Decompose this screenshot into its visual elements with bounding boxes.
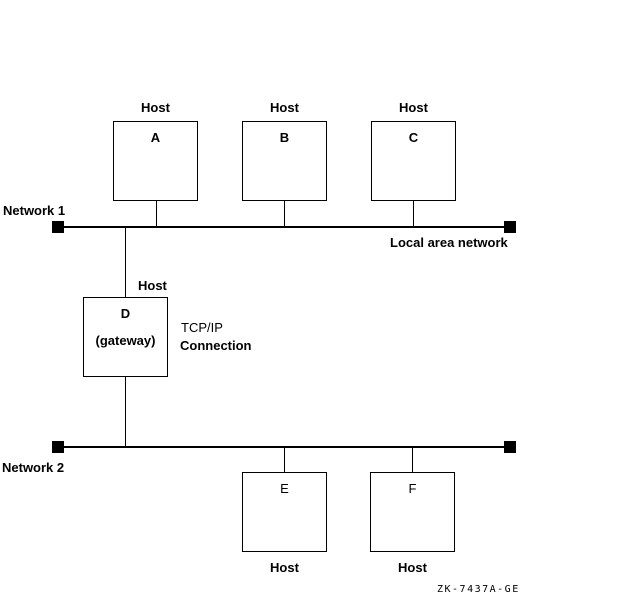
network1-trunk-line [58, 226, 511, 228]
network2-label: Network 2 [2, 460, 65, 475]
host-f-box: F [370, 472, 455, 552]
network2-left-terminator [52, 441, 64, 453]
host-f-drop-line [412, 448, 413, 472]
network2-right-terminator [504, 441, 516, 453]
host-d-gateway-sublabel: (gateway) [95, 333, 156, 348]
host-e-caption: Host [270, 560, 299, 575]
host-f-letter: F [408, 481, 417, 496]
tcpip-label: TCP/IP [181, 320, 223, 335]
host-a-drop-line [156, 201, 157, 226]
host-b-letter: B [279, 130, 290, 145]
host-d-gateway-box: D (gateway) [83, 297, 168, 377]
gateway-lower-link-line [125, 377, 126, 446]
network1-right-terminator [504, 221, 516, 233]
network2-trunk-line [58, 446, 511, 448]
host-b-box: B [242, 121, 327, 201]
host-c-box: C [371, 121, 456, 201]
host-e-drop-line [284, 448, 285, 472]
local-area-network-label: Local area network [390, 235, 508, 250]
connection-label: Connection [180, 338, 252, 353]
host-e-letter: E [280, 481, 289, 496]
host-a-letter: A [150, 130, 161, 145]
gateway-upper-link-line [125, 228, 126, 297]
host-d-caption: Host [138, 278, 167, 293]
network1-label: Network 1 [3, 203, 66, 218]
host-d-letter: D [120, 306, 131, 321]
host-b-caption: Host [270, 100, 299, 115]
figure-id: ZK-7437A-GE [437, 584, 520, 595]
host-a-box: A [113, 121, 198, 201]
host-b-drop-line [284, 201, 285, 226]
host-c-letter: C [408, 130, 419, 145]
host-c-drop-line [413, 201, 414, 226]
host-a-caption: Host [141, 100, 170, 115]
host-f-caption: Host [398, 560, 427, 575]
host-e-box: E [242, 472, 327, 552]
host-c-caption: Host [399, 100, 428, 115]
network1-left-terminator [52, 221, 64, 233]
